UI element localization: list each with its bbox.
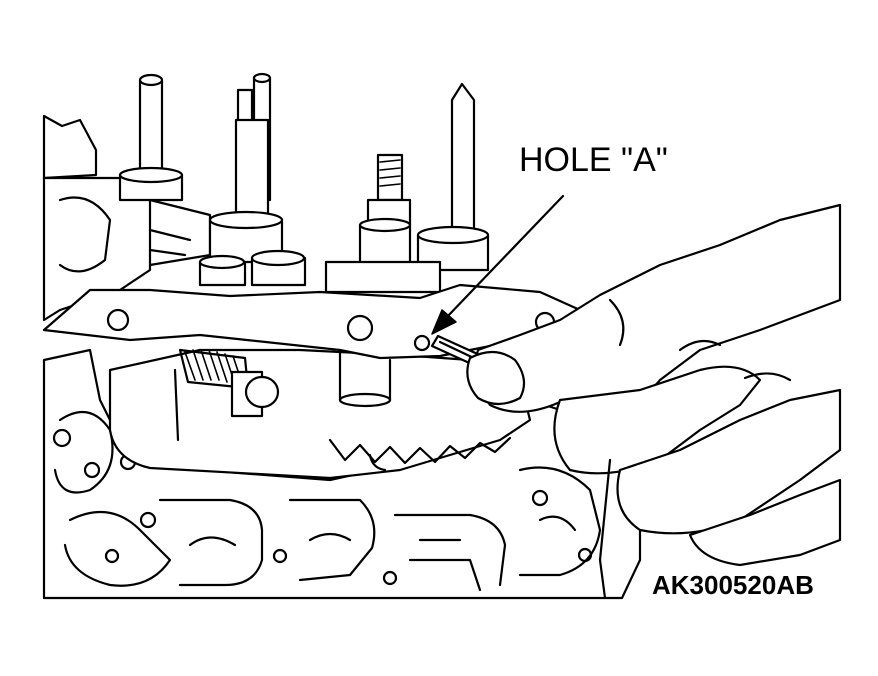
shaft-threaded [358, 153, 412, 272]
hole-a-label: HOLE "A" [519, 141, 668, 179]
hand [466, 203, 842, 600]
transmission-case [42, 114, 212, 322]
shaft-center-left [208, 72, 284, 264]
callout-arrow [431, 194, 565, 335]
shaft-right [416, 82, 490, 272]
lever-plate [42, 283, 592, 408]
shaft-left [118, 73, 184, 202]
detent-plate [108, 348, 532, 480]
bosses [198, 249, 442, 294]
detent-spring [173, 348, 280, 442]
figure-code: AK300520AB [652, 570, 814, 600]
